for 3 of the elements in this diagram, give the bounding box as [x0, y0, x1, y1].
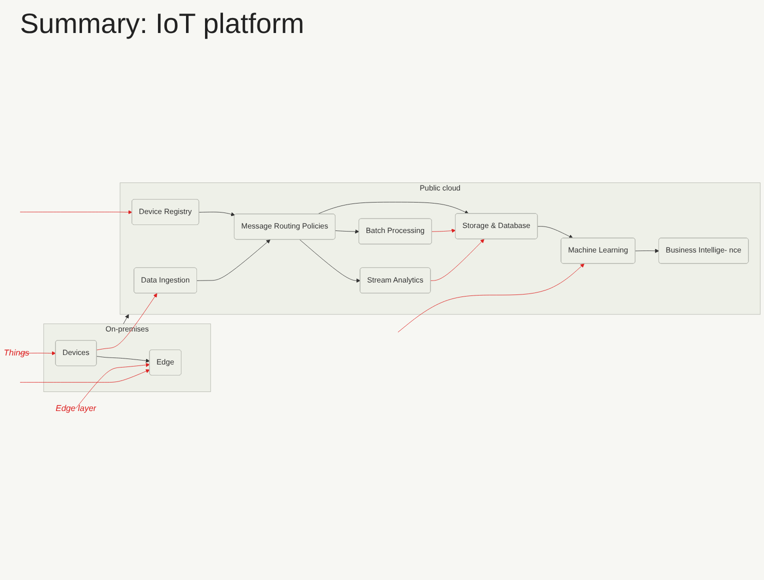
node-text: Things — [4, 348, 30, 358]
slide-title: Summary: IoT platform — [20, 8, 306, 40]
node-text: Edge layer — [56, 404, 96, 414]
